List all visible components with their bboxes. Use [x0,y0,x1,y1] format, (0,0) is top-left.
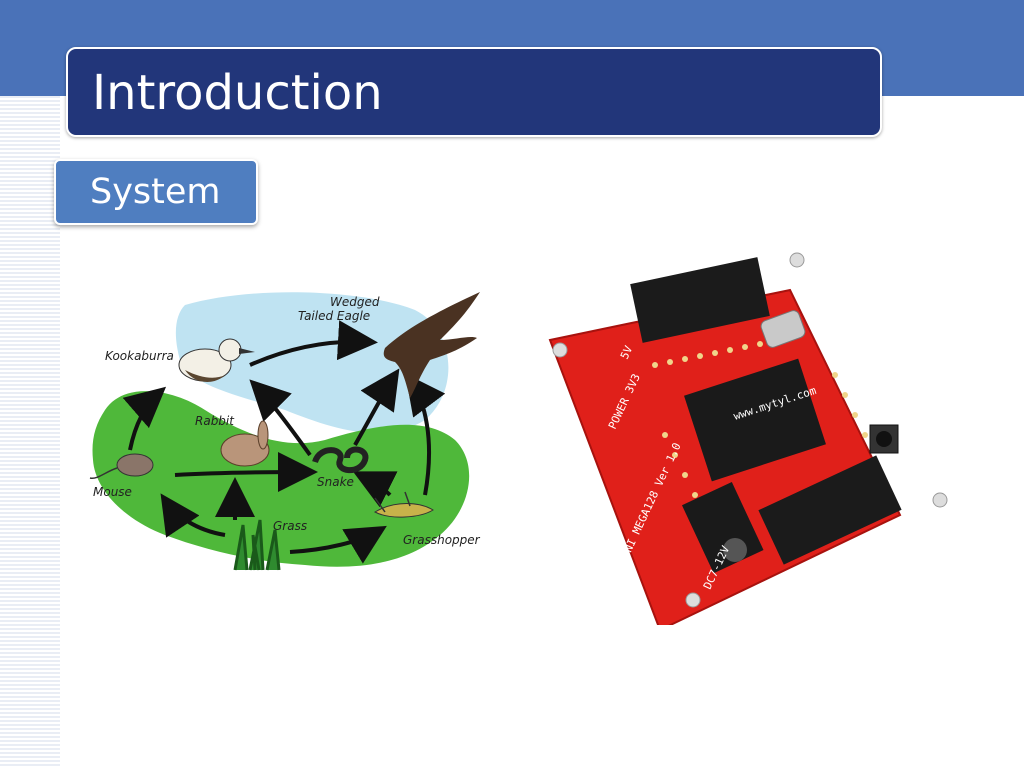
mount-hole [932,492,948,508]
arrow [122,386,167,451]
eagle-illustration [383,292,480,398]
slide-title: Introduction [92,65,383,121]
arrow [289,525,387,564]
arrow [249,320,378,367]
board-volt-label: 5V [618,343,636,361]
label-grass: Grass [273,519,307,533]
title-bar: Introduction [66,47,882,137]
microcontroller-chip [684,358,826,482]
arrow [353,368,400,446]
slide-subtitle: System [90,172,221,212]
kookaburra-illustration [178,338,255,382]
arrow [160,493,226,538]
mount-hole [552,342,568,358]
board-isp-label: ISP [805,562,829,582]
subtitle-box: System [54,159,258,225]
arrow [174,452,318,493]
label-eagle-2: Tailed Eagle [298,309,370,323]
pin-grid [652,341,868,498]
mount-hole [789,252,805,268]
label-snake: Snake [317,475,354,489]
label-mouse: Mouse [93,485,132,499]
crystal [760,310,806,348]
grasshopper-illustration [373,491,434,518]
grass-illustration [233,519,281,571]
microcontroller-board-image: MINI MEGA128 Ver 1.0 POWER 3V3 5V DC7-12… [548,252,948,625]
pin-header-right [758,455,902,565]
snake-illustration [312,446,369,474]
rabbit-illustration [220,420,270,467]
label-grasshopper: Grasshopper [403,533,481,547]
arrow [352,471,398,508]
left-stripe-decoration [0,96,60,768]
mouse-illustration [89,453,154,480]
food-web-image: Wedged Tailed Eagle Kookaburra Rabbit Mo… [89,292,481,571]
label-eagle-1: Wedged [330,295,380,309]
pin-header-top [630,257,770,343]
arrow [249,379,312,457]
label-kookaburra: Kookaburra [105,349,174,363]
mount-hole [685,592,701,608]
label-rabbit: Rabbit [195,414,235,428]
